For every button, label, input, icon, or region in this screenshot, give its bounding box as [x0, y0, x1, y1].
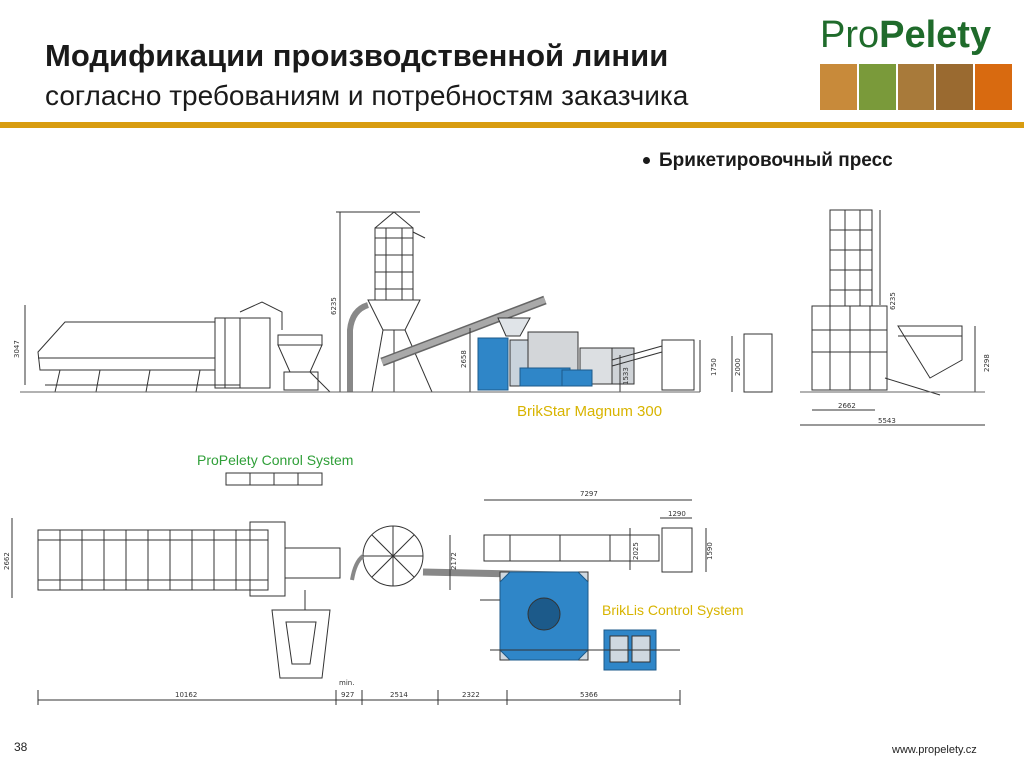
bullet-text: Брикетировочный пресс — [659, 150, 893, 171]
plan-view — [11, 472, 707, 705]
footer-url: www.propelety.cz — [892, 744, 977, 756]
dim-front-3047: 3047 — [13, 340, 21, 358]
slide-title: Модификации производственной линии — [45, 38, 669, 73]
dim-plan-min: min. — [339, 679, 354, 687]
dim-plan-2514: 2514 — [390, 691, 408, 699]
logo-wordmark-pro: Pro — [820, 14, 880, 56]
logo-photo-pellets — [897, 64, 935, 110]
dim-plan-5366: 5366 — [580, 691, 598, 699]
logo-wordmark-pelety: Pelety — [879, 14, 992, 56]
dim-side-2662: 2662 — [838, 402, 856, 410]
dim-plan-7297: 7297 — [580, 490, 598, 498]
dim-front-2000: 2000 — [734, 358, 742, 376]
dim-plan-1290: 1290 — [668, 510, 686, 518]
logo-photo-machine — [858, 64, 896, 110]
label-propelety-control: ProPelety Conrol System — [197, 452, 354, 468]
dim-plan-2662: 2662 — [3, 552, 11, 570]
dim-plan-927: 927 — [341, 691, 354, 699]
logo-photo-straw — [820, 64, 857, 110]
side-elevation — [800, 209, 985, 426]
logo-photo-fire — [975, 64, 1012, 110]
dim-front-6235: 6235 — [330, 297, 338, 315]
dim-side-2298: 2298 — [983, 354, 991, 372]
bullet-item: Брикетировочный пресс — [643, 150, 893, 172]
label-briklis-control: BrikLis Control System — [602, 602, 744, 618]
propelety-logo: ProPelety — [820, 12, 1012, 110]
front-elevation — [20, 211, 773, 393]
header-divider — [0, 122, 1024, 128]
dim-front-1533: 1533 — [622, 367, 630, 385]
page-number: 38 — [14, 740, 28, 754]
dim-front-2658: 2658 — [460, 350, 468, 368]
dim-plan-2025: 2025 — [632, 542, 640, 560]
slide-subtitle: согласно требованиям и потребностям зака… — [45, 80, 689, 111]
dim-front-1750: 1750 — [710, 358, 718, 376]
label-brikstar: BrikStar Magnum 300 — [517, 403, 663, 420]
dim-plan-2172: 2172 — [450, 552, 458, 570]
dim-side-6235: 6235 — [889, 292, 897, 310]
logo-wordmark: ProPelety — [820, 12, 1012, 58]
dim-plan-2322: 2322 — [462, 691, 480, 699]
dim-plan-10162: 10162 — [175, 691, 197, 699]
dim-side-5543: 5543 — [878, 417, 896, 425]
logo-photo-strip-icon — [820, 64, 1012, 110]
bullet-dot-icon — [643, 157, 650, 165]
logo-photo-briquettes — [936, 64, 974, 110]
dim-plan-1590: 1590 — [706, 542, 714, 560]
